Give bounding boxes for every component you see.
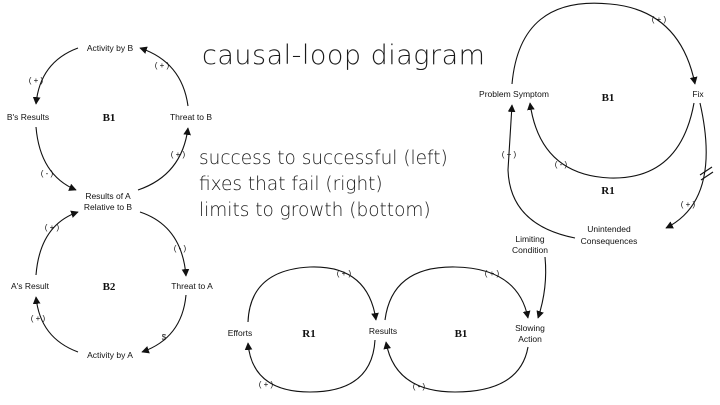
arrow-activity-a-to-a-result: [32, 296, 79, 353]
node-limiting-line1: Limiting: [515, 234, 545, 244]
polarity-bottom-r-top: ( + ): [337, 269, 352, 278]
arrow-threat-b-to-activity-b: [139, 46, 189, 107]
polarity-right-inner: ( - ): [555, 160, 568, 169]
arrow-results-to-slowing: [384, 266, 531, 321]
polarity-bot-b: ( - ): [174, 244, 187, 253]
description-line-3: limits to growth (bottom): [199, 200, 431, 221]
polarity-bottom-b-bot: ( - ): [413, 382, 426, 391]
node-slowing-line2: Action: [518, 334, 542, 344]
delay-mark-1: [699, 166, 713, 176]
loop-label-r1-right: R1: [601, 185, 614, 197]
delay-mark-2: [700, 171, 714, 181]
node-b-results: B's Results: [7, 112, 49, 122]
slide-title: causal-loop diagram: [202, 40, 486, 71]
polarity-bot-c: ( + ): [31, 314, 46, 323]
loop-label-b1-left: B1: [103, 112, 116, 124]
polarity-bottom-b-top: ( + ): [485, 269, 500, 278]
description-line-1: success to successful (left): [199, 148, 448, 169]
loop-label-r1-bottom: R1: [302, 328, 315, 340]
arrow-fix-to-problem: [527, 102, 695, 179]
polarity-bottom-r-bot: ( + ): [259, 380, 274, 389]
polarity-top-d: ( + ): [171, 150, 186, 159]
node-activity-by-a: Activity by A: [87, 350, 133, 360]
arrow-slowing-to-results: [383, 341, 529, 393]
node-slowing-line1: Slowing: [515, 323, 545, 333]
arrow-results-to-efforts: [244, 339, 376, 393]
arrow-results-a-to-threat-a: [139, 211, 190, 277]
polarity-top-b: ( + ): [155, 61, 170, 70]
node-unintended-line1: Unintended: [587, 224, 631, 234]
arrow-fix-to-unintended: [665, 102, 707, 229]
node-results-of-a-line1: Results of A: [85, 191, 131, 201]
arrow-a-result-to-results-a: [35, 210, 79, 276]
description-line-2: fixes that fail (right): [199, 174, 383, 195]
loop-label-b2: B2: [103, 281, 116, 293]
arrow-b-results-to-results-a: [35, 126, 77, 191]
arrow-limiting-to-slowing: [536, 256, 547, 319]
arrow-results-a-to-threat-b: [137, 127, 191, 191]
polarity-bot-a: ( + ): [45, 223, 60, 232]
polarity-right-left: ( + ): [502, 150, 517, 159]
arrow-threat-a-to-activity-a: [141, 294, 187, 354]
delay-symbol: $: [162, 333, 167, 342]
polarity-right-top: ( + ): [652, 15, 667, 24]
node-problem-symptom: Problem Symptom: [479, 89, 549, 99]
node-threat-to-b: Threat to B: [170, 112, 212, 122]
arrow-unintended-to-problem: [507, 104, 576, 239]
polarity-top-c: ( - ): [41, 169, 54, 178]
node-threat-to-a: Threat to A: [171, 281, 213, 291]
node-results: Results: [369, 326, 397, 336]
loop-label-b1-right: B1: [602, 92, 615, 104]
node-fix: Fix: [692, 89, 704, 99]
arrow-problem-to-fix: [511, 2, 698, 85]
arrow-efforts-to-results: [247, 266, 379, 323]
loop-label-b1-bottom: B1: [455, 328, 468, 340]
polarity-top-a: ( + ): [29, 76, 44, 85]
node-a-result: A's Result: [11, 281, 50, 291]
node-limiting-line2: Condition: [512, 245, 548, 255]
arrow-activity-b-to-b-results: [32, 47, 79, 105]
node-unintended-line2: Consequences: [581, 236, 638, 246]
polarity-right-right: ( + ): [681, 200, 696, 209]
node-activity-by-b: Activity by B: [87, 43, 134, 53]
node-efforts: Efforts: [228, 328, 252, 338]
node-results-of-a-line2: Relative to B: [84, 202, 133, 212]
